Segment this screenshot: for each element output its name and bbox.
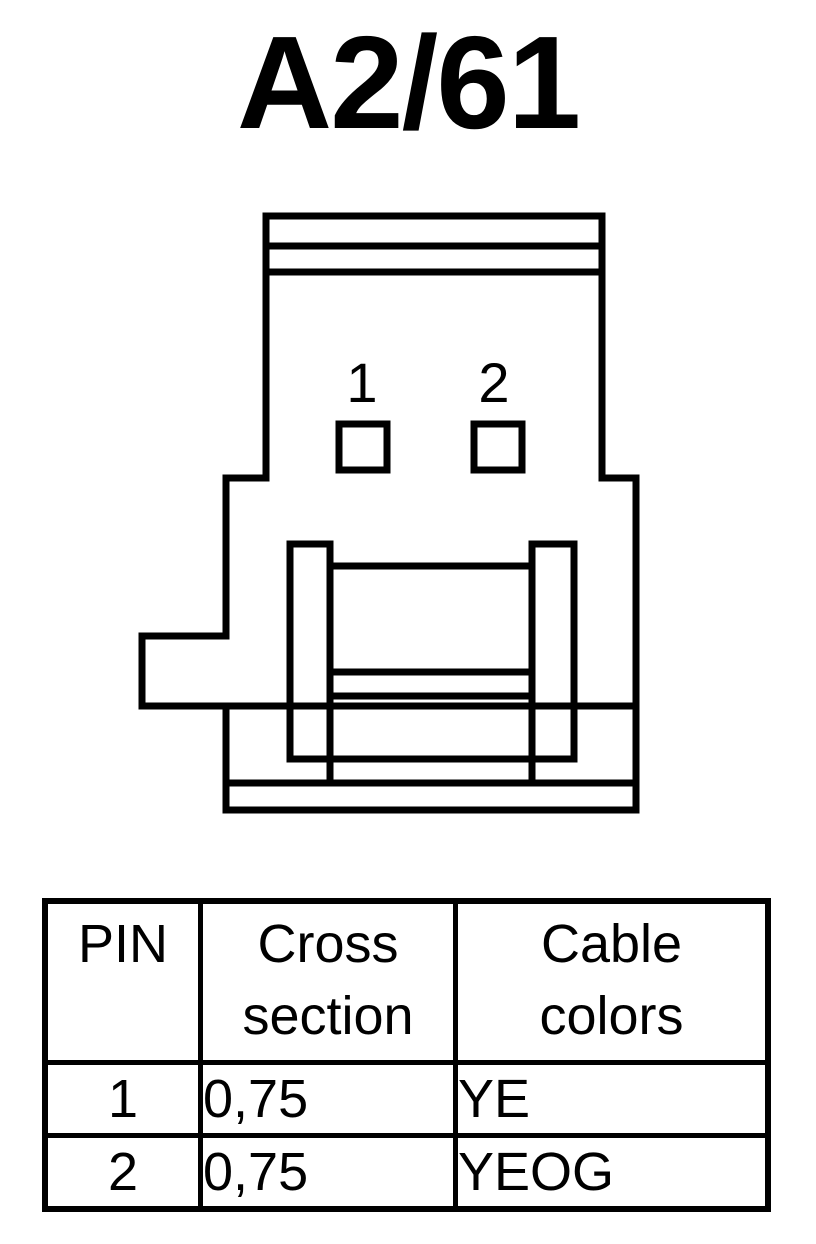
row-2-cross-section: 0,75 bbox=[198, 1133, 458, 1212]
header-pin-label: PIN bbox=[77, 914, 169, 974]
header-pin: PIN bbox=[42, 898, 203, 1065]
pin-1-label: 1 bbox=[346, 351, 377, 414]
pin-assignment-table: PIN Cross section Cable colors 1 0,75 YE… bbox=[42, 898, 771, 1212]
row-1-cable-color: YE bbox=[453, 1060, 771, 1138]
header-cross-line2: section bbox=[242, 986, 414, 1046]
row-1-pin: 1 bbox=[42, 1060, 203, 1138]
pin-2-label: 2 bbox=[478, 351, 509, 414]
connector-housing-outline bbox=[138, 212, 640, 814]
connector-title: A2/61 bbox=[236, 9, 581, 156]
pin-1-square bbox=[335, 420, 391, 474]
row-2-pin: 2 bbox=[42, 1133, 203, 1212]
header-cable-line1: Cable bbox=[540, 914, 683, 974]
header-cable-colors: Cable colors bbox=[453, 898, 771, 1065]
row-2-cable-color: YEOG bbox=[453, 1133, 771, 1212]
table-row: 1 0,75 YE bbox=[42, 1060, 771, 1138]
header-cross-line1: Cross bbox=[257, 914, 399, 974]
latch-left-post bbox=[286, 540, 334, 763]
header-cross-section: Cross section bbox=[198, 898, 458, 1065]
pin-2-square bbox=[470, 420, 526, 474]
latch-right-post bbox=[528, 540, 578, 763]
connector-diagram: 1 2 bbox=[138, 212, 640, 814]
table-header-row: PIN Cross section Cable colors bbox=[42, 898, 771, 1065]
row-1-cross-section: 0,75 bbox=[198, 1060, 458, 1138]
header-cable-line2: colors bbox=[539, 986, 684, 1046]
table-row: 2 0,75 YEOG bbox=[42, 1133, 771, 1212]
